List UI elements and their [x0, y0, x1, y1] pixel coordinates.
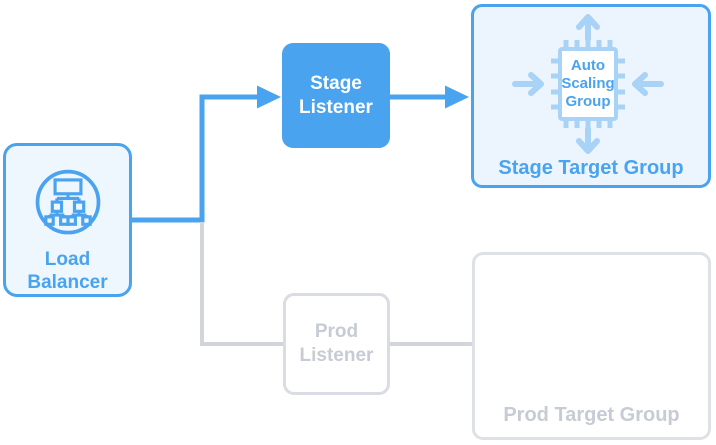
prod-listener-label: Prod Listener — [299, 321, 374, 366]
scale-in-arrows-icon — [512, 72, 664, 96]
edge-loadbalancer-to-stagelistener — [132, 85, 281, 223]
node-stage-listener: Stage Listener — [282, 43, 390, 148]
load-balancer-label: Load Balancer — [27, 249, 108, 293]
node-stage-target-group: Auto Scaling Group Stage Target Group — [471, 4, 711, 188]
auto-scaling-chip-icon: Auto Scaling Group — [503, 13, 673, 165]
arrowhead-icon — [445, 85, 469, 109]
auto-scaling-group-label: Auto Scaling Group — [561, 57, 615, 110]
node-load-balancer: Load Balancer — [3, 143, 132, 297]
prod-target-group-label: Prod Target Group — [503, 404, 680, 426]
arrowhead-icon — [257, 85, 281, 109]
chip-pins-icon — [551, 40, 625, 128]
stage-target-group-label: Stage Target Group — [498, 157, 684, 179]
scale-out-arrows-icon — [576, 14, 600, 154]
node-prod-listener: Prod Listener — [283, 293, 390, 395]
stage-listener-label: Stage Listener — [299, 72, 373, 118]
edge-loadbalancer-to-prodlistener — [200, 222, 284, 346]
load-balancer-icon — [35, 169, 100, 235]
chip-icon — [512, 14, 664, 154]
edge-stagelistener-to-stagetargetgroup — [390, 85, 469, 109]
node-prod-target-group: Prod Target Group — [472, 252, 711, 440]
